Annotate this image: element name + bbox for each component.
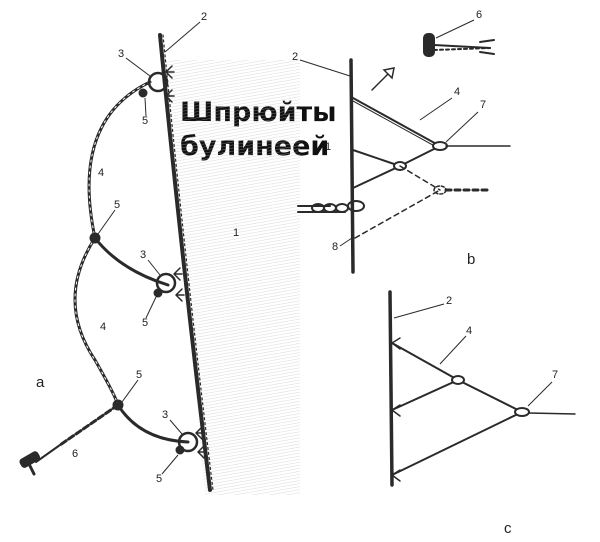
sail-edge-b (349, 58, 355, 274)
label-5-a-midlow: 5 (142, 317, 148, 329)
panel-a (19, 33, 300, 495)
bridle-segment-lower (73, 236, 120, 407)
bridle-c-4 (391, 411, 523, 476)
bowline-loop-c-2 (514, 407, 530, 417)
toggle-line (35, 444, 61, 463)
label-6-a: 6 (72, 448, 78, 460)
label-4-a-low: 4 (100, 321, 106, 333)
bowline-loop-b-2 (432, 141, 448, 151)
label-5-a-bottom: 5 (156, 473, 162, 485)
bridle-c-1 (391, 342, 459, 381)
label-2-c: 2 (446, 295, 452, 307)
label-6-b: 6 (476, 9, 482, 21)
reef-points (165, 65, 207, 459)
label-3-a-mid: 3 (140, 249, 146, 261)
label-4-b: 4 (454, 86, 460, 98)
label-4-c: 4 (466, 325, 472, 337)
label-2-b: 2 (292, 51, 298, 63)
tow-line-c (528, 412, 576, 415)
label-5-a-mid: 5 (114, 199, 120, 211)
number-labels: 2 3 5 4 5 1 3 5 4 5 6 3 5 2 4 7 (72, 9, 558, 485)
bowline-knot-3 (153, 288, 163, 298)
toggle-icon (19, 451, 41, 468)
bridle-segment-middle-short (93, 236, 170, 287)
label-5-a-low: 5 (136, 369, 142, 381)
panel-label-c: c (504, 520, 512, 537)
label-8-b: 8 (332, 241, 338, 253)
bridle-c-2 (391, 379, 459, 411)
rope-coil-b (297, 200, 365, 213)
bowline-knot-5 (175, 445, 185, 455)
bridle-c-3 (457, 379, 523, 413)
label-3-a-top: 3 (118, 48, 124, 60)
bridle-b-lower-1 (352, 149, 401, 167)
bridle-tail (58, 403, 120, 447)
label-5-a-top: 5 (142, 115, 148, 127)
label-2-a: 2 (201, 11, 207, 23)
label-3-a-bottom: 3 (162, 409, 168, 421)
bridle-b-upper (352, 97, 441, 147)
bridle-segment-upper (87, 80, 152, 240)
bridle-b-mid (399, 145, 441, 167)
panel-label-a: a (36, 374, 45, 391)
bowline-knot-2 (89, 232, 101, 244)
bridle-segment-bottom (116, 403, 190, 444)
label-7-b: 7 (480, 99, 486, 111)
sail-edge-c (388, 290, 394, 487)
bowline-knot-1 (138, 88, 148, 98)
label-1-b: 1 (325, 141, 331, 153)
sail-shading (162, 60, 300, 495)
label-1-a: 1 (233, 227, 239, 239)
toggle-detail (423, 33, 495, 57)
bowline-loop-c-1 (451, 375, 465, 385)
panel-label-b: b (467, 251, 475, 268)
panel-b (297, 33, 511, 274)
panel-c (388, 290, 576, 487)
bridle-b-lower-2 (352, 165, 401, 189)
label-4-a-top: 4 (98, 167, 104, 179)
cringle-middle (155, 272, 177, 294)
cringle-top (147, 71, 169, 93)
label-7-c: 7 (552, 369, 558, 381)
cringle-bottom (177, 431, 199, 453)
